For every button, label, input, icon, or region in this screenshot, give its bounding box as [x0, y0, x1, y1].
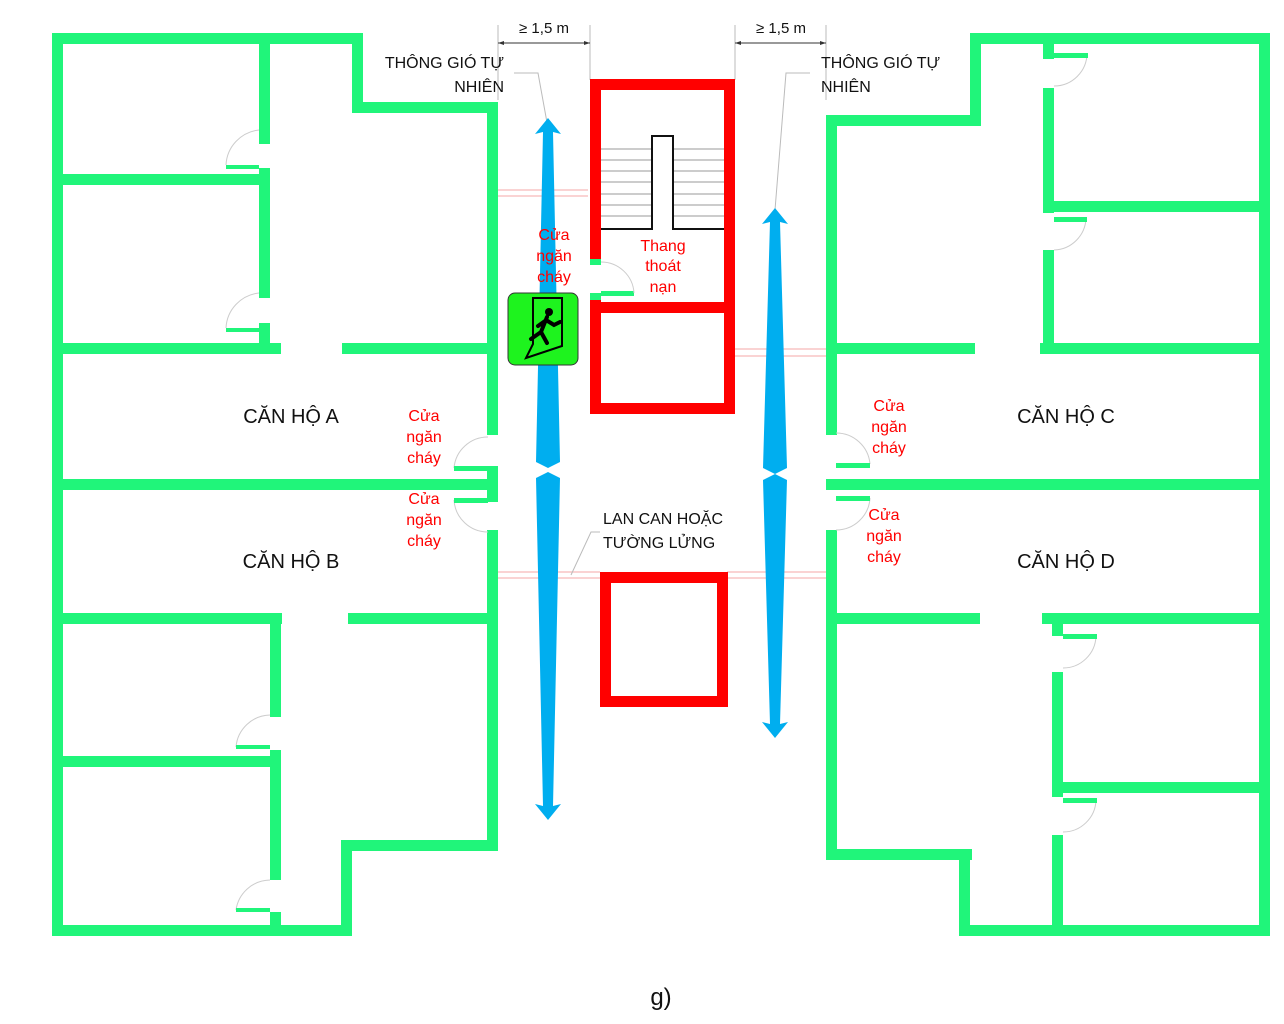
apartment-a-label: CĂN HỘ A [243, 405, 339, 428]
fire-door-apartment-c [835, 432, 871, 468]
escape-stair: Thang thoát nạn [590, 79, 735, 414]
fire-door-label-line: ngăn [871, 419, 907, 436]
ventilation-label-right-line2: NHIÊN [821, 77, 871, 96]
fire-door-label-line: Cửa [868, 507, 899, 524]
stair-label-line3: nạn [650, 279, 677, 296]
ventilation-label-left-line1: THÔNG GIÓ TỰ [385, 53, 504, 72]
dimension-lines [497, 25, 827, 576]
exit-sign [507, 292, 579, 366]
fire-door-apartment-d [835, 496, 871, 531]
apartment-d-label: CĂN HỘ D [1017, 550, 1115, 573]
right-room-doors [835, 52, 1097, 833]
left-building-walls [52, 33, 498, 936]
door [225, 292, 260, 332]
dimension-label-right: ≥ 1,5 m [756, 20, 806, 37]
fire-door-label-line: cháy [867, 549, 901, 566]
door [225, 129, 260, 169]
dimension-arrowheads [498, 41, 826, 45]
apartment-c-label: CĂN HỘ C [1017, 405, 1115, 428]
figure-caption: g) [650, 984, 671, 1011]
stair-label-line2: thoát [645, 258, 681, 275]
fire-door-label-stair: Cửa ngăn cháy [536, 227, 572, 286]
stair-outline [601, 135, 724, 230]
ventilation-label-right-line1: THÔNG GIÓ TỰ [821, 53, 940, 72]
fire-door-label-line: cháy [537, 269, 571, 286]
fire-door-label-d: Cửa ngăn cháy [866, 507, 902, 566]
apartment-b-label: CĂN HỘ B [243, 550, 340, 573]
fire-door-label-line: cháy [872, 440, 906, 457]
right-building-walls [826, 33, 1270, 936]
door [1053, 217, 1087, 251]
ventilation-arrow-left [535, 118, 561, 820]
door [1053, 52, 1088, 87]
fire-door-apartment-a [453, 436, 489, 471]
dimension-label-left: ≥ 1,5 m [519, 20, 569, 37]
left-room-doors [225, 129, 489, 912]
fire-door-label-line: ngăn [406, 512, 442, 529]
fire-door-label-line: Cửa [538, 227, 569, 244]
fire-door-label-line: ngăn [536, 248, 572, 265]
shaft [600, 572, 728, 707]
ventilation-label-left-line2: NHIÊN [454, 77, 504, 96]
fire-door-label-c: Cửa ngăn cháy [871, 398, 907, 457]
fire-door-label-line: Cửa [408, 408, 439, 425]
fire-door-label-line: ngăn [866, 528, 902, 545]
stair-label-line1: Thang [640, 238, 685, 255]
stair-fire-door [590, 259, 635, 300]
fire-door-label-line: cháy [407, 450, 441, 467]
fire-door-label-line: Cửa [873, 398, 904, 415]
running-man-exit-icon [524, 297, 563, 360]
fire-door-label-a: Cửa ngăn cháy [406, 408, 442, 467]
fire-door-label-line: ngăn [406, 429, 442, 446]
door [235, 879, 271, 912]
fire-door-label-line: Cửa [408, 491, 439, 508]
ventilation-arrow-right [762, 208, 788, 738]
fire-door-label-b: Cửa ngăn cháy [406, 491, 442, 550]
railing-label-line1: LAN CAN HOẶC [603, 509, 723, 528]
door [235, 714, 271, 749]
stair-treads [601, 148, 724, 217]
door [1062, 798, 1097, 833]
fire-door-label-line: cháy [407, 533, 441, 550]
fire-door-apartment-b [453, 498, 489, 533]
railing-label-line2: TƯỜNG LỬNG [603, 533, 715, 552]
door [1062, 634, 1097, 669]
